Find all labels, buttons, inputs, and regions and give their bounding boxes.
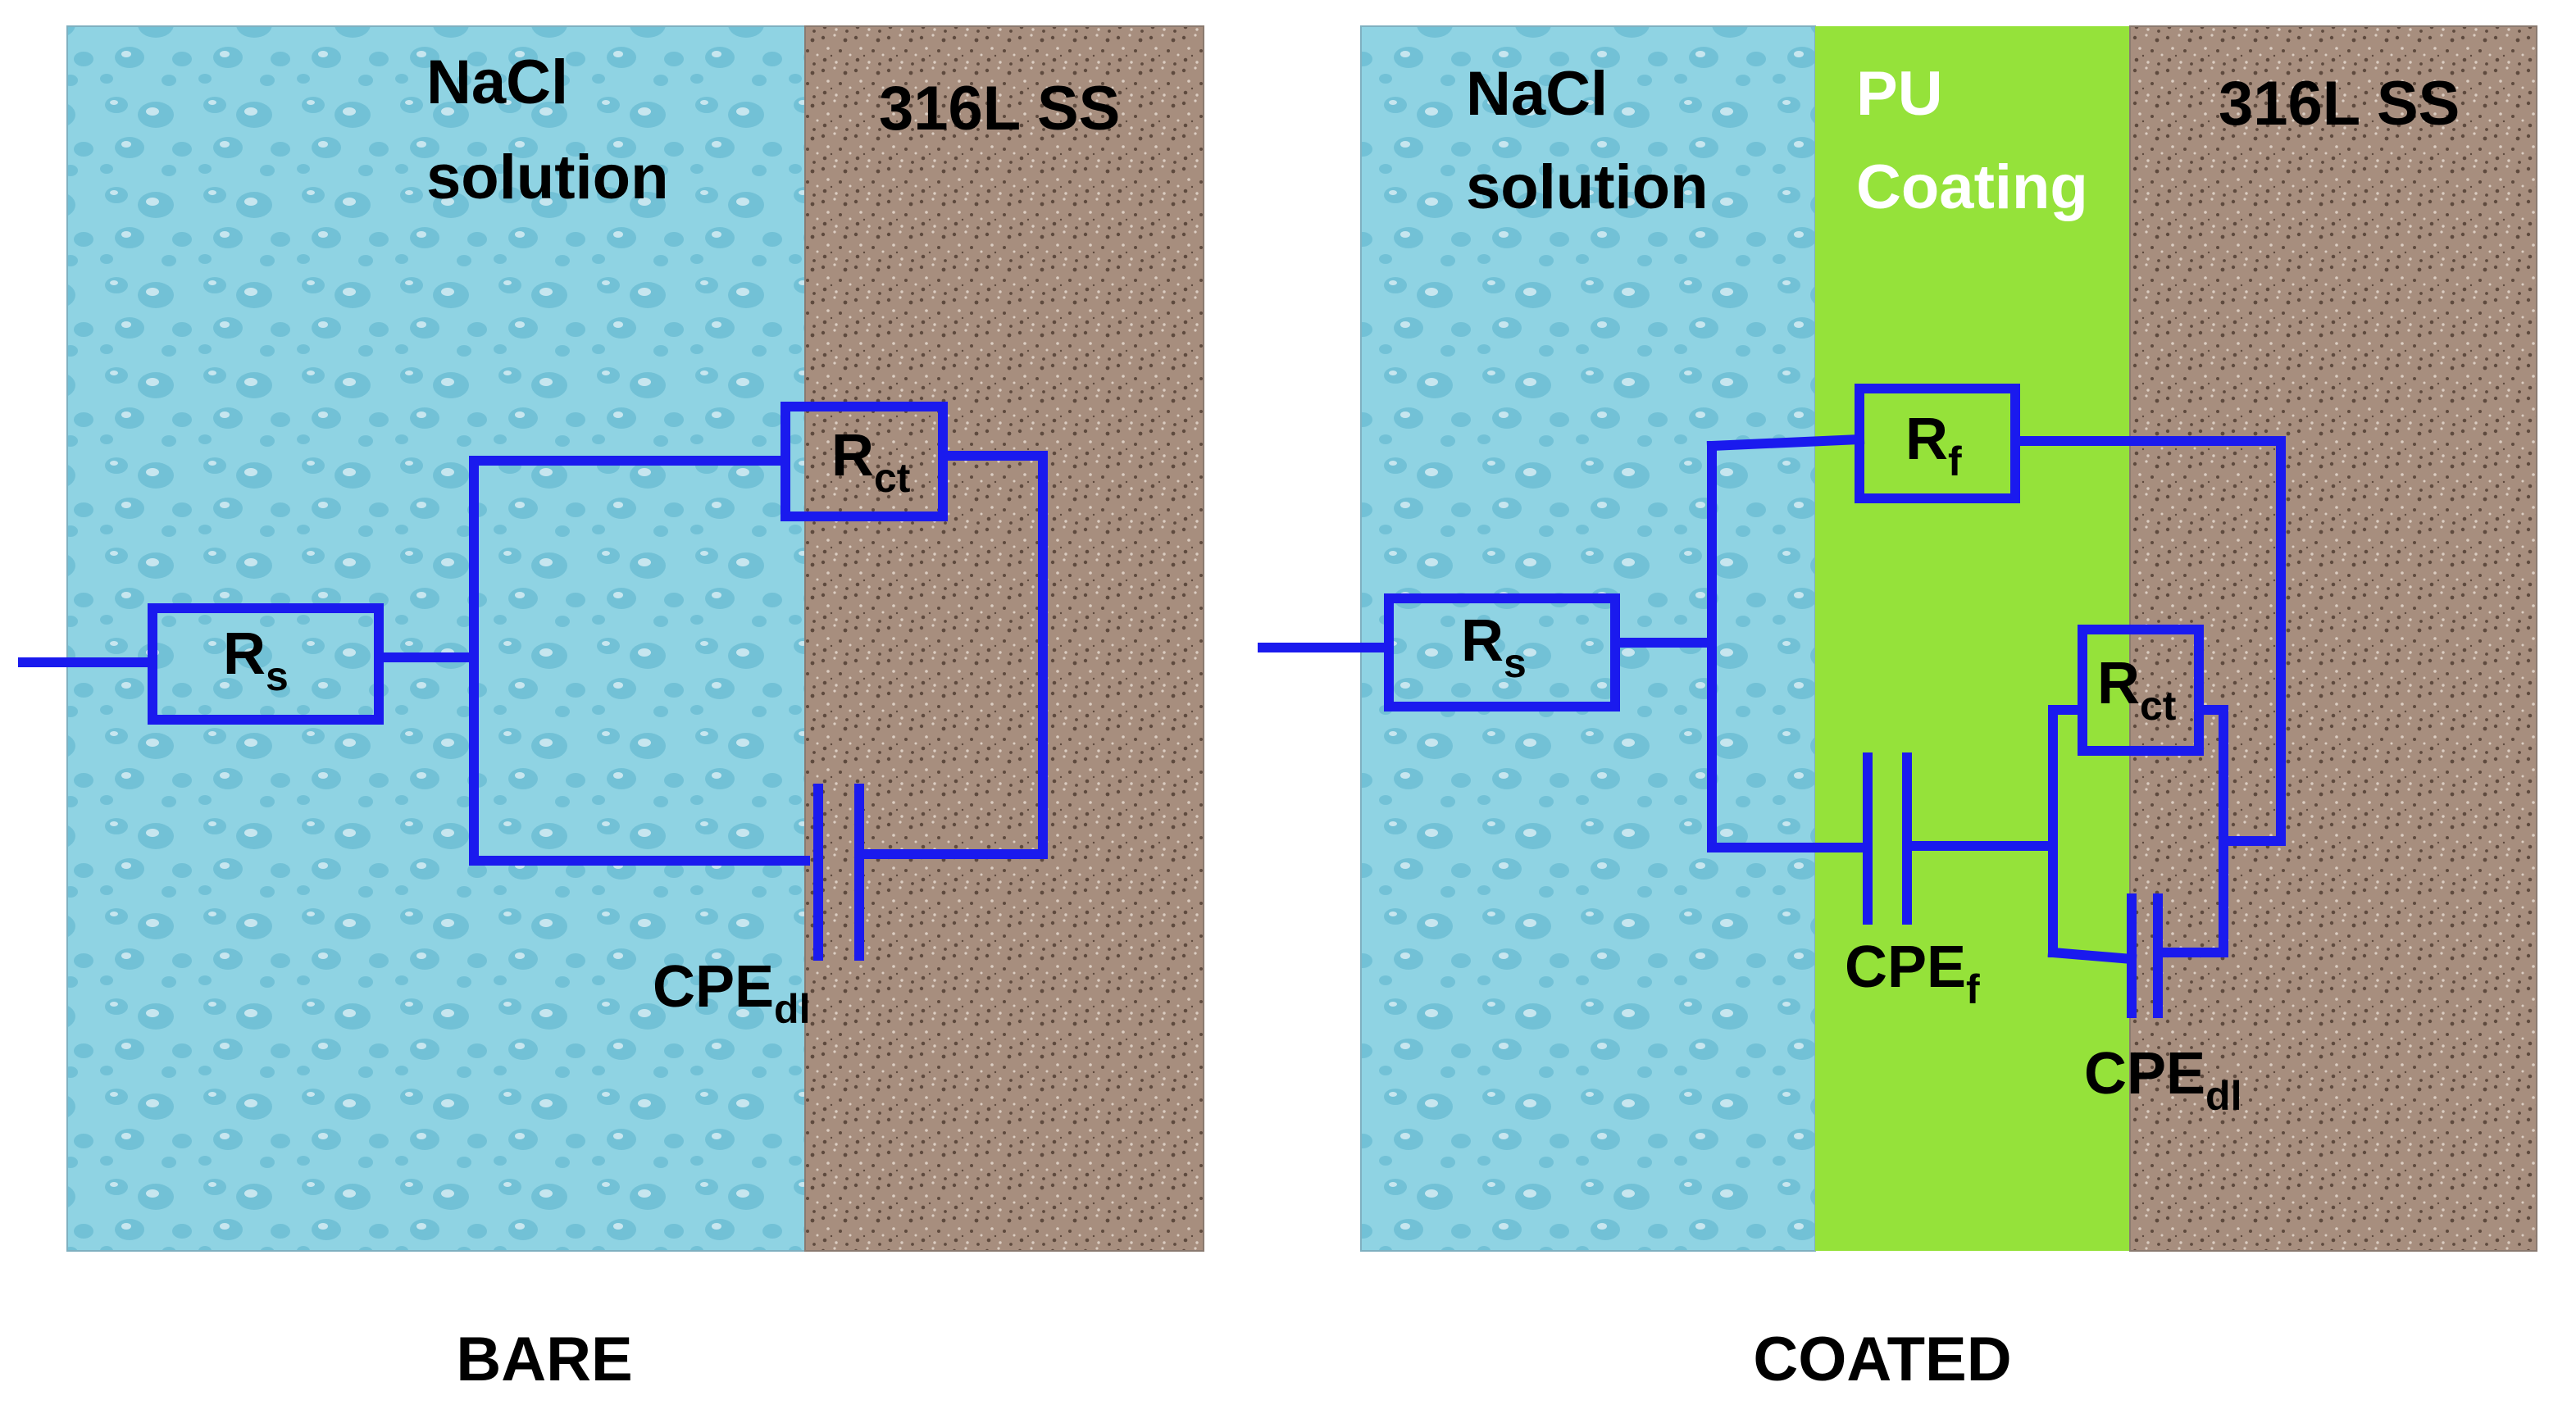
bare-rs-label: Rs (223, 621, 289, 699)
coated-rs-label: Rs (1461, 608, 1527, 686)
coated-solution-label: NaCl solution (1466, 59, 1709, 222)
bare-rct-to-right-rail (938, 451, 1048, 859)
bare-rct-label: Rct (831, 423, 911, 501)
bare-steel-region (804, 25, 1204, 1252)
bare-circuit (18, 402, 1048, 961)
bare-rct-box (781, 402, 948, 521)
bare-metal-label: 316L SS (879, 74, 1120, 143)
coated-coating-label: PU Coating (1856, 59, 2088, 222)
coated-inner-bottom (2047, 947, 2137, 965)
coated-circuit (1258, 384, 2286, 1018)
bare-solution-label: NaCl solution (426, 48, 669, 212)
bare-cpe-dl-label: CPEdl (653, 954, 810, 1032)
coated-rf-to-right-rail (2010, 436, 2286, 846)
coated-panel: NaCl solution PU Coating 316L SS (1258, 25, 2537, 1394)
bare-rs-box (148, 603, 384, 725)
coated-cpe-dl-label: CPEdl (2084, 1041, 2241, 1119)
coated-rf-label: Rf (1905, 407, 1962, 484)
coated-rct-to-inner-right (2194, 705, 2228, 957)
coated-metal-label: 316L SS (2219, 69, 2460, 139)
coated-rct-label: Rct (2097, 651, 2177, 729)
bare-panel: NaCl solution 316L SS Rct Rs CPEdl BAR (18, 25, 1204, 1394)
coated-rct-box (2078, 625, 2204, 756)
coated-caption: COATED (1753, 1325, 2011, 1394)
coated-top-branch (1706, 434, 1865, 452)
bare-caption: BARE (456, 1325, 632, 1394)
bare-solution-region (66, 25, 806, 1252)
coated-cpe-f-label: CPEf (1845, 934, 1980, 1012)
coated-rs-box (1384, 593, 1620, 712)
coated-solution-region (1360, 25, 1816, 1252)
